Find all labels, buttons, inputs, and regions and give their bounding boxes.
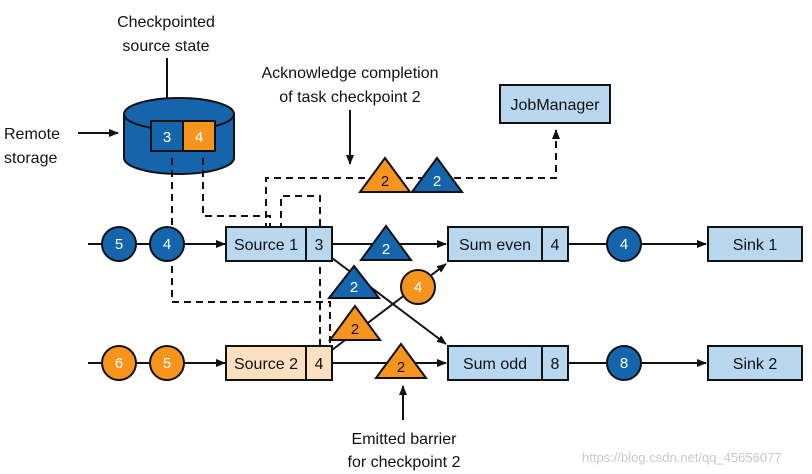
jobmanager-box bbox=[499, 84, 611, 124]
storage-slot-blue bbox=[150, 120, 184, 152]
record-cross-orange-label: 4 bbox=[414, 279, 422, 296]
barrier-s1-cross bbox=[326, 264, 382, 299]
sum-even-state-value: 4 bbox=[551, 237, 560, 254]
record-even-out-label: 4 bbox=[620, 236, 628, 253]
storage-slot-blue-value: 3 bbox=[163, 129, 171, 146]
record-in1-a bbox=[101, 226, 137, 262]
emitted-label-line2: for checkpoint 2 bbox=[348, 454, 461, 471]
record-in2-b bbox=[149, 345, 185, 381]
barrier-s2-cross-label: 2 bbox=[351, 321, 359, 338]
sink1-box bbox=[707, 226, 803, 262]
ack-barrier-orange-label: 2 bbox=[381, 173, 389, 190]
barrier-s1-cross-label: 2 bbox=[350, 279, 358, 296]
source2-state-value: 4 bbox=[315, 356, 324, 373]
checkpointed-label-line1: Checkpointed bbox=[117, 14, 215, 31]
record-in1-b bbox=[149, 226, 185, 262]
barrier-s2-to-odd-label: 2 bbox=[397, 359, 405, 376]
ack-label-line2: of task checkpoint 2 bbox=[279, 89, 421, 106]
source1-state-value: 3 bbox=[315, 237, 324, 254]
storage-slot-orange bbox=[182, 120, 216, 152]
sink1-label: Sink 1 bbox=[733, 237, 778, 254]
sum-even-label: Sum even bbox=[459, 237, 531, 254]
remote-storage-cylinder: 3 4 bbox=[123, 97, 235, 175]
barrier-s1-to-even bbox=[359, 224, 413, 261]
ack-barrier-blue-label: 2 bbox=[433, 173, 441, 190]
sum-odd-label: Sum odd bbox=[463, 356, 527, 373]
record-in2-a-label: 6 bbox=[115, 355, 123, 372]
sum-even-box bbox=[447, 226, 543, 262]
emitted-label-line1: Emitted barrier bbox=[352, 431, 458, 448]
ack-barrier-orange bbox=[358, 156, 412, 193]
sum-odd-state-value: 8 bbox=[551, 356, 560, 373]
barrier-s2-cross bbox=[328, 304, 382, 341]
ack-label-line1: Acknowledge completion bbox=[262, 65, 439, 82]
source2-box bbox=[225, 345, 307, 381]
barrier-s1-to-even-label: 2 bbox=[382, 241, 390, 258]
ack-barrier-blue bbox=[410, 156, 464, 193]
sink2-box bbox=[707, 345, 803, 381]
record-in1-a-label: 5 bbox=[115, 236, 123, 253]
record-in1-b-label: 4 bbox=[163, 236, 171, 253]
watermark-text: https://blog.csdn.net/qq_45656077 bbox=[582, 450, 782, 465]
remote-label-line2: storage bbox=[4, 150, 57, 167]
record-in2-a bbox=[101, 345, 137, 381]
sum-odd-state bbox=[541, 345, 569, 381]
remote-label-line1: Remote bbox=[4, 126, 60, 143]
source2-label: Source 2 bbox=[234, 356, 298, 373]
barrier-s2-to-odd bbox=[374, 342, 428, 379]
record-odd-out-label: 8 bbox=[620, 355, 628, 372]
record-in2-b-label: 5 bbox=[163, 355, 171, 372]
record-cross-orange bbox=[400, 269, 436, 305]
jobmanager-label: JobManager bbox=[511, 97, 601, 114]
source1-label: Source 1 bbox=[234, 237, 298, 254]
checkpointed-label-line2: source state bbox=[122, 38, 209, 55]
sink2-label: Sink 2 bbox=[733, 356, 778, 373]
storage-slot-orange-value: 4 bbox=[195, 129, 203, 146]
